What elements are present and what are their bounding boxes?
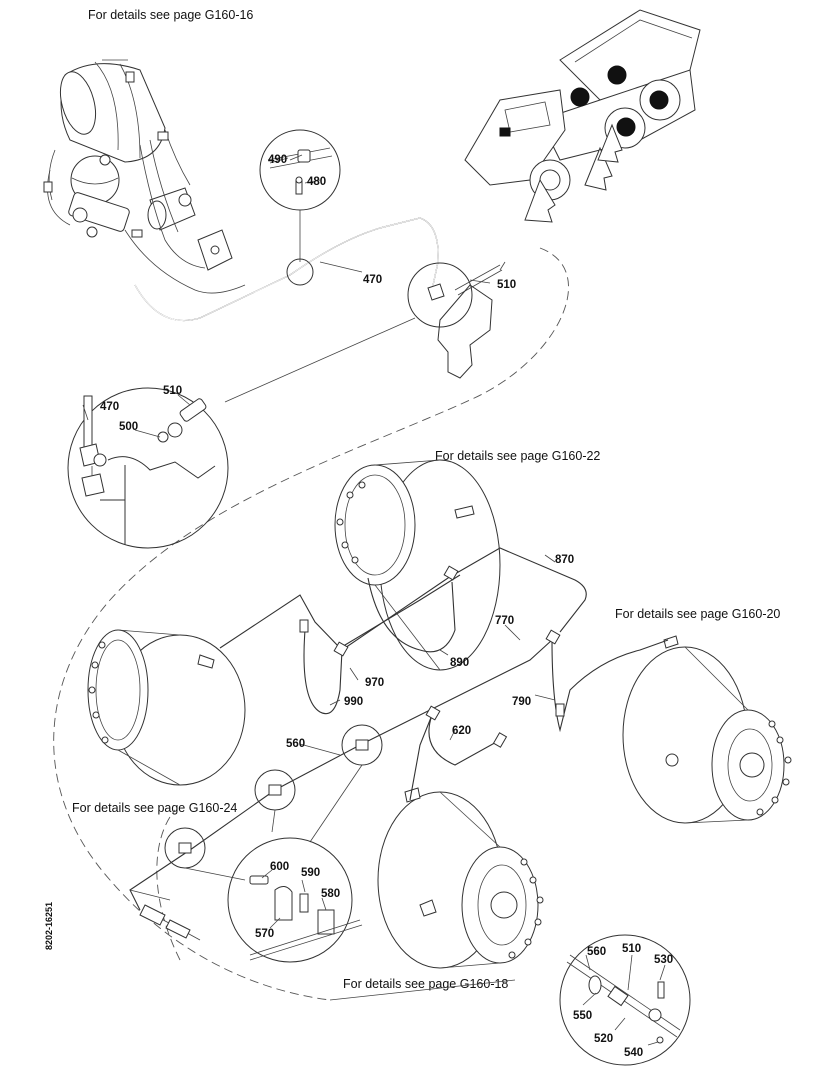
- ref-g160-20: For details see page G160-20: [615, 607, 781, 621]
- drawing-id: 8202-16251: [44, 902, 54, 950]
- hub-left: [87, 629, 246, 786]
- hose-620: [428, 714, 501, 766]
- label-560-detail: 560: [587, 946, 606, 958]
- brake-accumulator-assembly: [43, 59, 246, 294]
- label-990: 990: [344, 696, 363, 708]
- fitting-510-area: [407, 261, 506, 379]
- label-540: 540: [624, 1047, 643, 1059]
- leader-g160-18: [329, 979, 516, 1001]
- detail-circle-clamp-490: [259, 129, 341, 286]
- label-870: 870: [555, 554, 574, 566]
- dashed-guide-detail: [156, 809, 181, 961]
- label-470-detail: 470: [100, 401, 119, 413]
- pipe-560: [409, 714, 433, 801]
- pipe-470: [134, 217, 439, 322]
- ref-g160-22: For details see page G160-22: [435, 449, 601, 463]
- label-520: 520: [594, 1033, 613, 1045]
- label-510-br: 510: [622, 943, 641, 955]
- label-490: 490: [268, 154, 287, 166]
- hub-front-center: [334, 459, 501, 671]
- leader-detail-510: [224, 317, 416, 403]
- detail-circle-fitting: [559, 934, 691, 1066]
- detail-circle-connector: [129, 889, 201, 941]
- label-500: 500: [119, 421, 138, 433]
- detail-circle-clamp-parts: [184, 764, 363, 963]
- label-530: 530: [654, 954, 673, 966]
- label-580: 580: [321, 888, 340, 900]
- dashed-guide-outer: [53, 247, 569, 1001]
- label-480: 480: [307, 176, 326, 188]
- label-590: 590: [301, 867, 320, 879]
- label-600: 600: [270, 861, 289, 873]
- label-550: 550: [573, 1010, 592, 1022]
- label-510-detail: 510: [163, 385, 182, 397]
- pipe-970: [341, 577, 449, 651]
- ref-g160-18: For details see page G160-18: [343, 977, 509, 991]
- hub-rear-center: [377, 787, 544, 969]
- detail-circle-bracket: [67, 387, 229, 549]
- label-470-main: 470: [363, 274, 382, 286]
- label-560-main: 560: [286, 738, 305, 750]
- pipe-870: [447, 547, 587, 633]
- label-570: 570: [255, 928, 274, 940]
- leader-lines: [82, 157, 666, 1046]
- ref-g160-16: For details see page G160-16: [88, 8, 254, 22]
- label-970: 970: [365, 677, 384, 689]
- pipe-rear-main: [129, 639, 553, 911]
- label-510-main: 510: [497, 279, 516, 291]
- label-770: 770: [495, 615, 514, 627]
- hub-right: [622, 635, 792, 824]
- hose-990: [303, 629, 343, 715]
- label-790: 790: [512, 696, 531, 708]
- label-620: 620: [452, 725, 471, 737]
- pipe-890: [367, 577, 456, 653]
- label-890: 890: [450, 657, 469, 669]
- pipe-790: [551, 639, 669, 731]
- ref-g160-24: For details see page G160-24: [72, 801, 238, 815]
- pipe-770: [219, 574, 461, 649]
- hauler-vehicle: [464, 9, 701, 223]
